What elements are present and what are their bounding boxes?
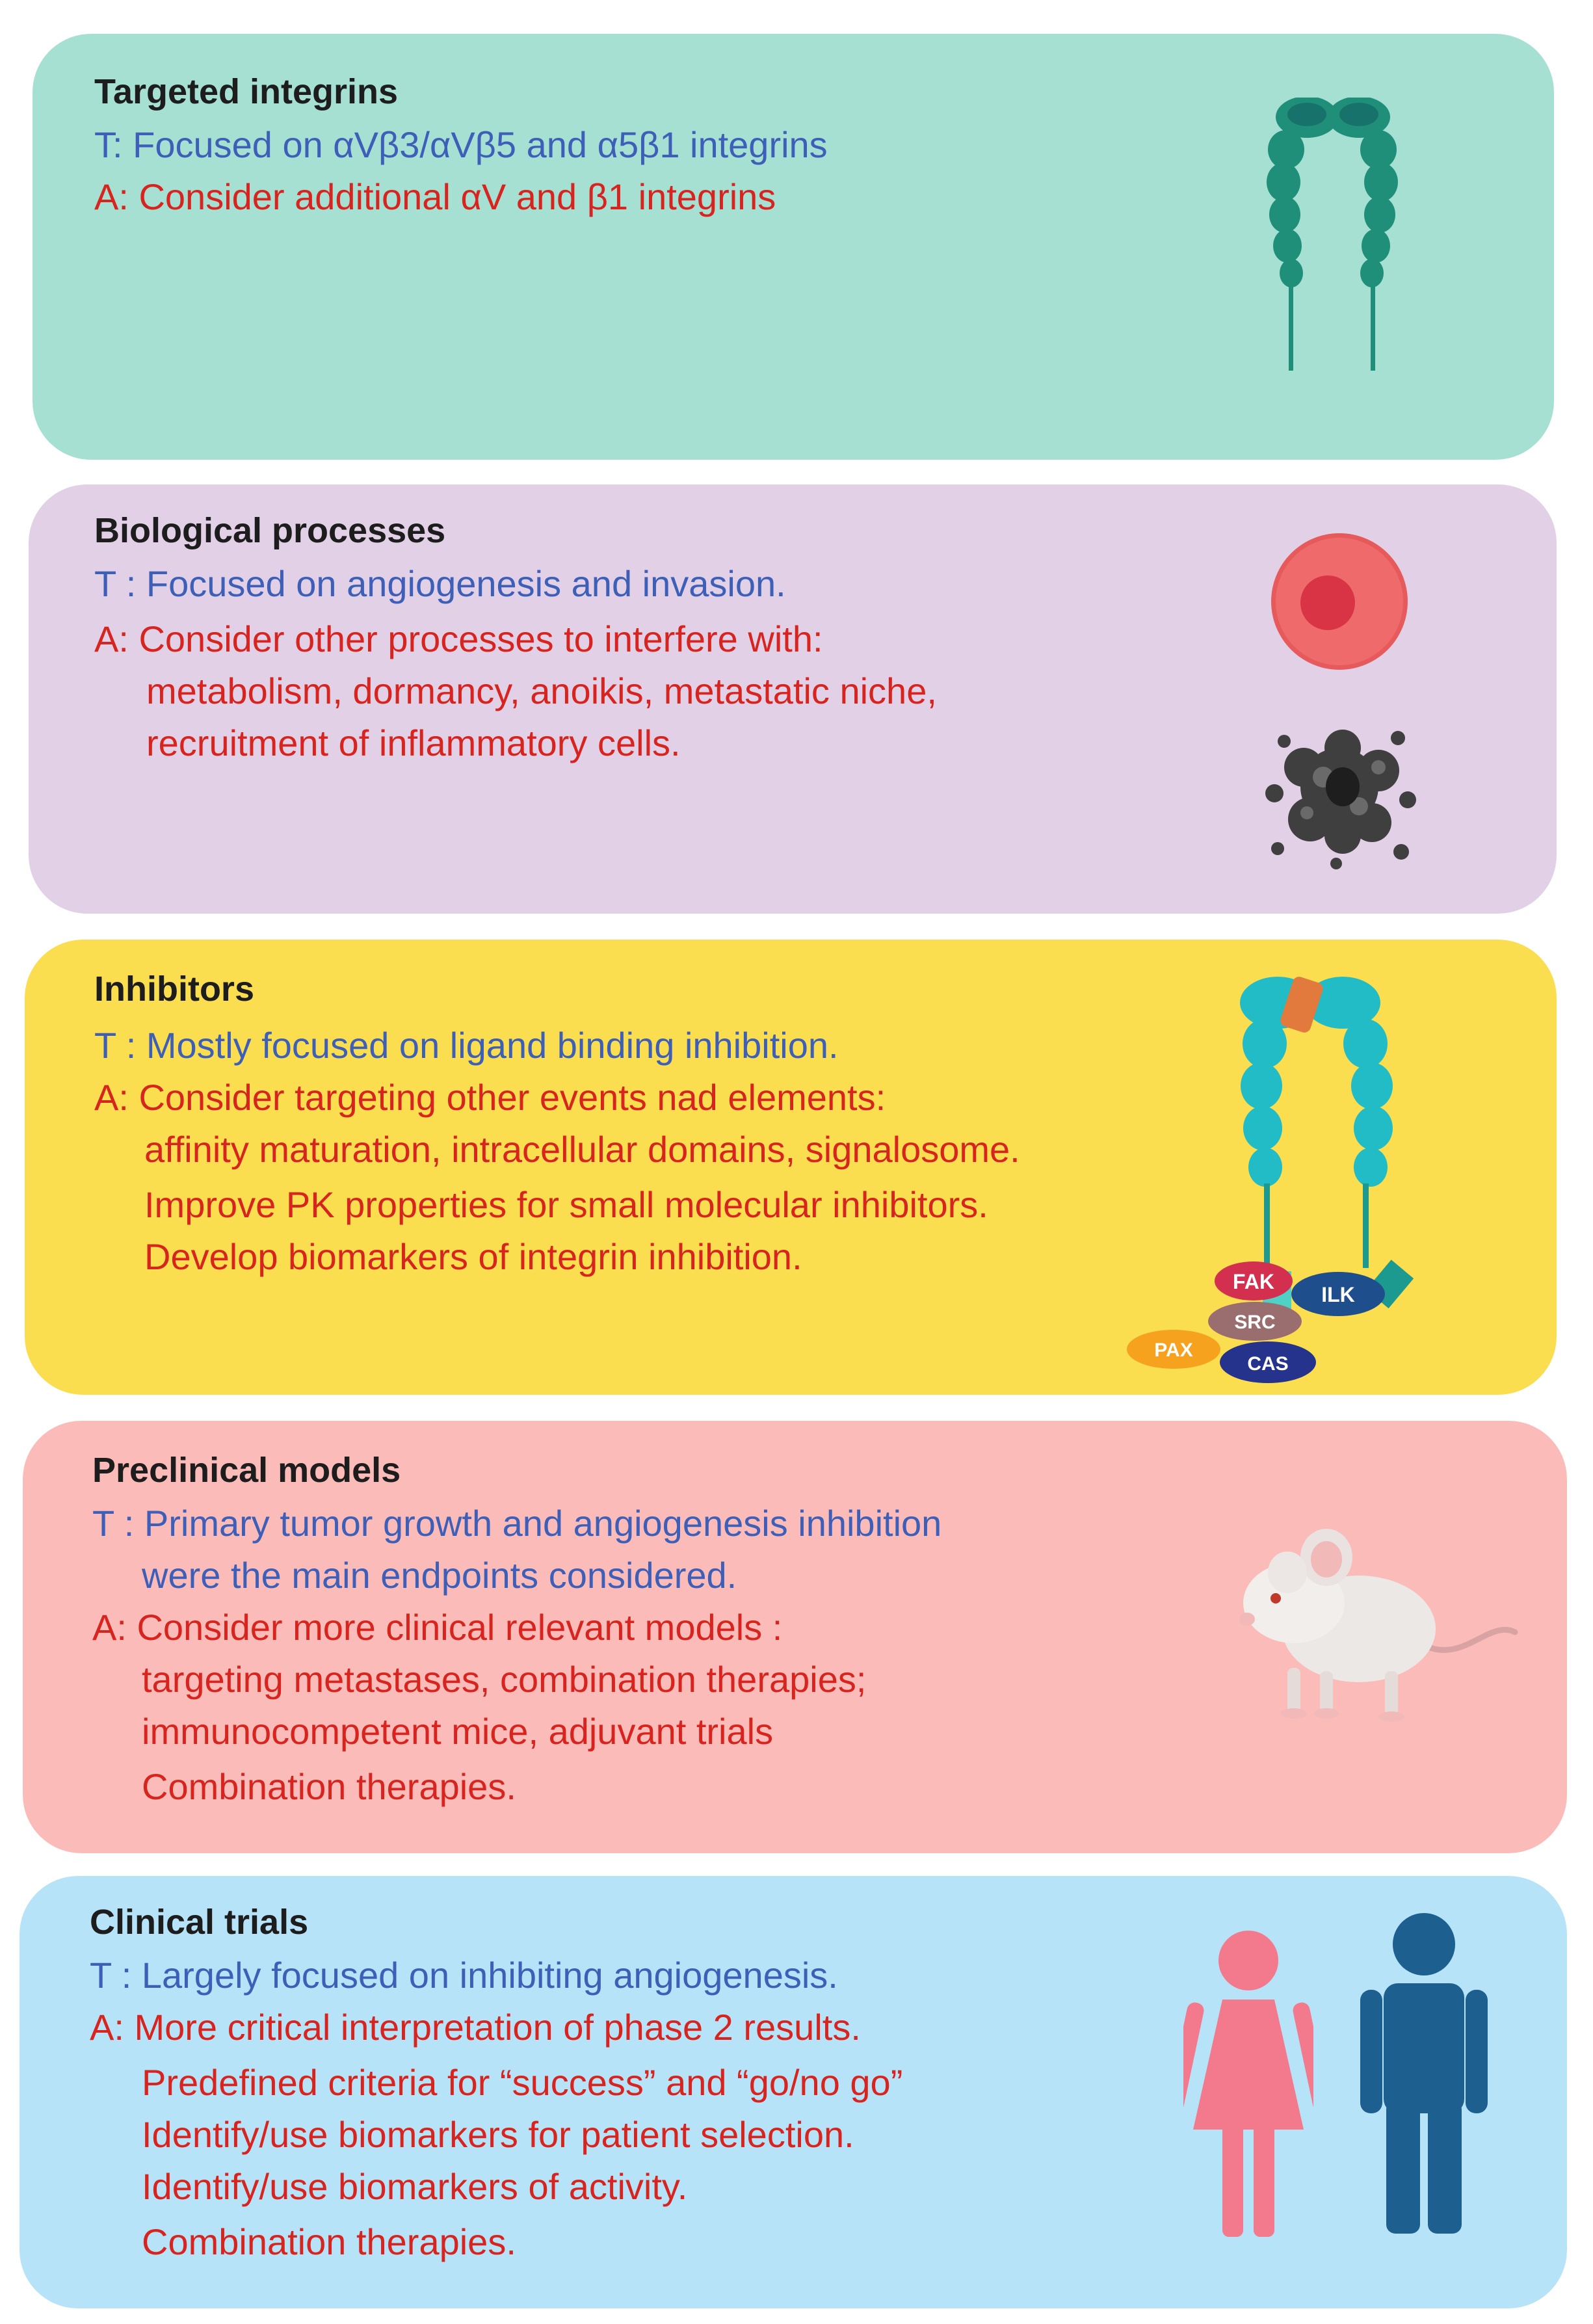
panel-a-line: Combination therapies. bbox=[142, 1766, 516, 1807]
panel-a-line: A: More critical interpretation of phase… bbox=[90, 2007, 861, 2048]
integrin-icon bbox=[1267, 98, 1398, 371]
panel-a-line: A: Consider more clinical relevant model… bbox=[92, 1607, 783, 1648]
signalosome-label: FAK bbox=[1233, 1270, 1274, 1293]
panel-a-line: Identify/use biomarkers for patient sele… bbox=[142, 2114, 854, 2155]
panel-title: Clinical trials bbox=[90, 1903, 309, 1942]
panel-a-line: Predefined criteria for “success” and “g… bbox=[142, 2062, 903, 2103]
panel-a-line: affinity maturation, intracellular domai… bbox=[144, 1129, 1020, 1170]
panel-a-line: Improve PK properties for small molecula… bbox=[144, 1184, 988, 1225]
panel-a-line: A: Consider targeting other events nad e… bbox=[94, 1077, 886, 1118]
tumor-cluster-icon bbox=[1265, 730, 1416, 869]
woman-icon bbox=[1183, 1931, 1313, 2237]
signalosome-icon: FAK ILK SRC PAX CAS bbox=[1127, 977, 1414, 1383]
panel-a-line: A: Consider other processes to interfere… bbox=[94, 618, 823, 659]
panel-a-line: Develop biomarkers of integrin inhibitio… bbox=[144, 1236, 802, 1277]
panel-title: Targeted integrins bbox=[94, 72, 399, 111]
man-icon bbox=[1360, 1913, 1488, 2234]
panel-clinical-trials bbox=[20, 1876, 1567, 2308]
panel-a-line: metabolism, dormancy, anoikis, metastati… bbox=[146, 670, 937, 711]
cell-icon bbox=[1271, 533, 1408, 670]
panel-t-line: were the main endpoints considered. bbox=[142, 1555, 737, 1596]
panel-a-line: Identify/use biomarkers of activity. bbox=[142, 2166, 688, 2207]
panel-title: Biological processes bbox=[94, 511, 446, 550]
panel-a-line: targeting metastases, combination therap… bbox=[142, 1659, 867, 1700]
signalosome-label: CAS bbox=[1247, 1353, 1288, 1375]
signalosome-label: PAX bbox=[1154, 1340, 1192, 1361]
panel-t-line: T: Focused on αVβ3/αVβ5 and α5β1 integri… bbox=[94, 124, 828, 165]
mouse-icon bbox=[1239, 1529, 1518, 1722]
panel-t-line: T : Primary tumor growth and angiogenesi… bbox=[92, 1503, 942, 1544]
panel-a-line: A: Consider additional αV and β1 integri… bbox=[94, 176, 776, 217]
panel-a-line: immunocompetent mice, adjuvant trials bbox=[142, 1711, 774, 1752]
panel-t-line: T : Focused on angiogenesis and invasion… bbox=[94, 563, 786, 604]
panel-a-line: Combination therapies. bbox=[142, 2221, 516, 2262]
panel-a-line: recruitment of inflammatory cells. bbox=[146, 722, 681, 763]
signalosome-label: SRC bbox=[1234, 1312, 1275, 1333]
panel-title: Inhibitors bbox=[94, 970, 254, 1009]
panel-title: Preclinical models bbox=[92, 1451, 401, 1490]
panel-t-line: T : Mostly focused on ligand binding inh… bbox=[94, 1025, 839, 1066]
panel-t-line: T : Largely focused on inhibiting angiog… bbox=[90, 1955, 838, 1996]
signalosome-label: ILK bbox=[1321, 1283, 1355, 1306]
